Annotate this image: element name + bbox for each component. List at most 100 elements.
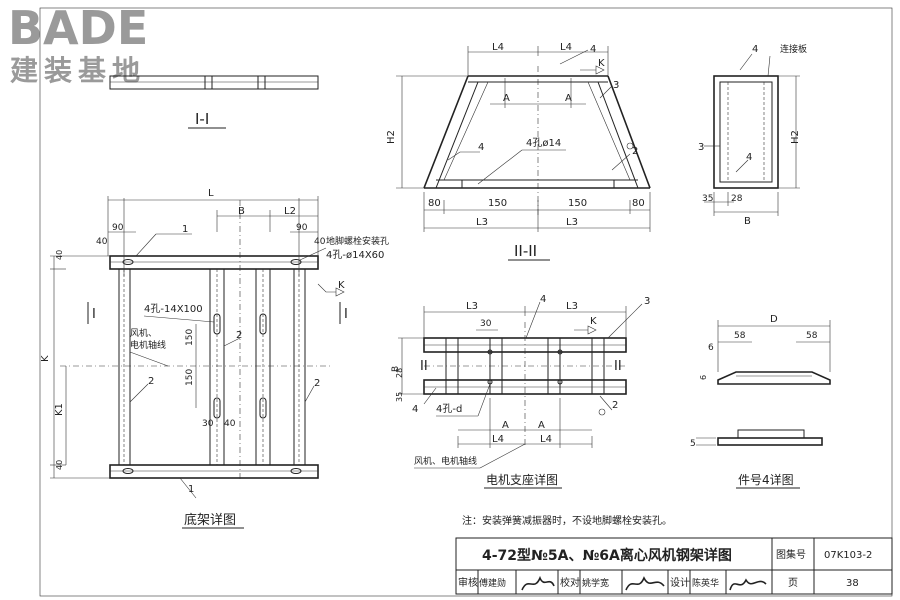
base-title: 底架详图: [184, 512, 236, 528]
side-28: 28: [731, 194, 743, 204]
base-anchor-spec: 4孔-ø14X60: [326, 249, 384, 261]
motor-callout-4-left: 4: [412, 404, 418, 415]
sheet-border: [39, 7, 893, 597]
part4-title: 件号4详图: [738, 472, 794, 487]
sec2-80-right: 80: [632, 198, 645, 209]
part4-58-left: 58: [734, 331, 746, 341]
title-text: 4-72型№5A、№6A离心风机钢架详图: [482, 547, 732, 564]
motor-section-mark-right: II: [614, 359, 622, 374]
base-k1: K1: [54, 403, 65, 416]
part4-5: 5: [690, 439, 696, 449]
reviewer-name: 傅建勋: [479, 577, 506, 589]
checker-signature: [625, 576, 665, 591]
motor-30: 30: [480, 319, 492, 329]
motor-axis-label: 风机、电机轴线: [414, 455, 477, 467]
side-plate-label: 连接板: [780, 43, 807, 55]
base-callout-1-bottom: 1: [188, 484, 194, 495]
motor-hole-label: 4孔-d: [436, 403, 462, 415]
base-callout-1-top: 1: [182, 224, 188, 235]
designer-name: 陈英华: [692, 577, 719, 589]
section-2-title: II-II: [514, 242, 537, 260]
base-150-lower: 150: [185, 369, 195, 386]
sec2-callout-4-top: 4: [590, 44, 596, 55]
side-h2: H2: [790, 130, 801, 144]
section-1-view: I-I: [109, 75, 319, 129]
motor-k: K: [590, 316, 597, 327]
section-2-view: L4 L4 A A H2 80 150 150 80 L3 L3 4孔ø14 4…: [386, 42, 651, 261]
base-callout-2-right: 2: [314, 378, 320, 389]
base-frame-view: L B L2 90 90 40 40 K K1 40 40 150 150 30…: [40, 188, 389, 529]
sec2-a-right: A: [565, 93, 572, 104]
sec2-a-left: A: [503, 93, 510, 104]
section-1-title: I-I: [195, 110, 209, 128]
motor-support-view: L3 L3 30 B 28 35 A A L4 L4 4孔-d 风机、电机轴线 …: [391, 294, 650, 489]
base-40-bottom: 40: [55, 460, 64, 470]
sec2-callout-4-bottom: 4: [478, 142, 484, 153]
part4-58-right: 58: [806, 331, 818, 341]
motor-section-mark-left: II: [420, 359, 428, 374]
base-section-mark-left: I: [92, 307, 96, 322]
side-view: H2 35 28 B 4 连接板 3 4: [698, 43, 807, 227]
watermark-subtitle: 建装基地: [10, 54, 146, 87]
sec2-callout-3: 3: [613, 80, 619, 91]
motor-l4-left: L4: [492, 434, 504, 445]
atlas-number: 07K103-2: [824, 550, 872, 561]
part4-6: 6: [708, 343, 714, 353]
sec2-h2: H2: [386, 130, 397, 144]
check-label: 校对: [560, 576, 580, 589]
part4-6-b: 6: [699, 375, 708, 380]
motor-l4-right: L4: [540, 434, 552, 445]
title-block: 4-72型№5A、№6A离心风机钢架详图 图集号 07K103-2 审核 傅建勋…: [455, 537, 893, 595]
base-k-arrow: K: [338, 280, 345, 291]
watermark-logo: BADE 建装基地: [8, 1, 148, 87]
base-90-left: 90: [112, 223, 124, 233]
base-axis-label-1: 风机、: [130, 327, 157, 339]
part4-view: D 58 58 6 6 5 件号4详图: [690, 314, 831, 489]
sec2-l4-right: L4: [560, 42, 572, 53]
base-slot-label: 4孔-14X100: [144, 303, 203, 315]
motor-title: 电机支座详图: [486, 472, 558, 487]
sec2-k: K: [598, 58, 605, 69]
side-35: 35: [702, 194, 713, 204]
page-number: 38: [846, 578, 859, 589]
base-callout-2-left: 2: [148, 376, 154, 387]
base-30: 30: [202, 419, 214, 429]
sec2-150-right: 150: [568, 198, 587, 209]
base-b: B: [238, 206, 245, 217]
watermark-brand: BADE: [8, 1, 148, 55]
base-l2: L2: [284, 206, 296, 217]
base-40-left: 40: [96, 237, 108, 247]
sec2-hole-label: 4孔ø14: [526, 137, 561, 149]
base-40-top: 40: [55, 250, 64, 260]
motor-a-left: A: [502, 420, 509, 431]
motor-35: 35: [395, 392, 404, 402]
motor-a-right: A: [538, 420, 545, 431]
checker-name: 姚学宽: [582, 577, 609, 589]
motor-28: 28: [395, 368, 404, 378]
motor-callout-2: 2: [612, 400, 618, 411]
page-label: 页: [788, 577, 798, 589]
side-callout-4-bottom: 4: [746, 152, 752, 163]
note-text: 注：安装弹簧减振器时，不设地脚螺栓安装孔。: [462, 514, 672, 527]
base-40-mid: 40: [224, 419, 236, 429]
base-anchor-hole-label: 地脚螺栓安装孔: [326, 235, 389, 247]
design-label: 设计: [670, 576, 690, 589]
side-callout-3: 3: [698, 142, 704, 153]
base-l: L: [208, 188, 214, 199]
motor-callout-4-top: 4: [540, 294, 546, 305]
reviewer-signature: [521, 575, 555, 591]
base-section-mark-right: I: [344, 307, 348, 322]
sec2-l4-left: L4: [492, 42, 504, 53]
sec2-l3-right: L3: [566, 217, 578, 228]
base-axis-label-2: 电机轴线: [130, 339, 166, 351]
motor-callout-3: 3: [644, 296, 650, 307]
part4-d: D: [770, 314, 778, 325]
base-k: K: [40, 355, 51, 362]
base-90-right: 90: [296, 223, 308, 233]
review-label: 审核: [458, 576, 478, 589]
sec2-l3-left: L3: [476, 217, 488, 228]
atlas-label: 图集号: [776, 548, 806, 561]
side-b: B: [744, 216, 751, 227]
